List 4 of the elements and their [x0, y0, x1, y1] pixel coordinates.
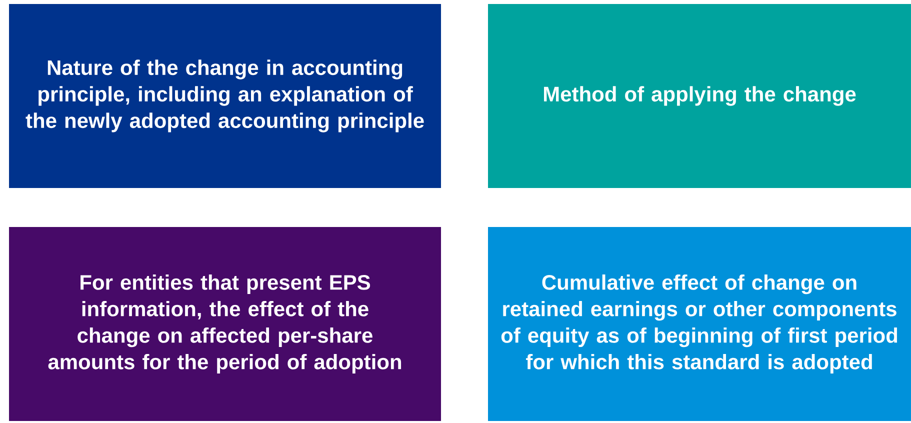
text-box: Nature of the change in accounting principle, including an explanation of the newly adopted accounting principle [9, 4, 441, 188]
text-box: For entities that present EPS information, the effect of the change on affected per-share amounts for the period of adoption [9, 227, 441, 421]
text-box: Cumulative effect of change on retained earnings or other components of equity as of beginning of first period for which this standard is adopted [488, 227, 911, 421]
text-box: Method of applying the change [488, 4, 911, 188]
